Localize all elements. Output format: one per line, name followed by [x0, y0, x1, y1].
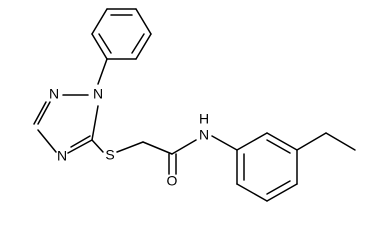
bond: [135, 33, 152, 60]
bond-inner: [266, 139, 291, 154]
ethylphenyl-ring: [236, 132, 298, 202]
bond-inner: [98, 33, 112, 54]
chemical-structure-diagram: N N N S N H O: [33, 8, 356, 202]
bond-double: [70, 135, 91, 148]
bond: [91, 105, 99, 141]
bond: [91, 8, 108, 35]
atom-label-s: S: [105, 147, 114, 163]
bond: [135, 8, 152, 35]
bond: [266, 132, 298, 151]
bond-c-nh: [171, 139, 197, 155]
bond-inner: [131, 33, 145, 54]
bond-inner: [266, 180, 291, 195]
bond-ch2-c: [142, 141, 173, 155]
atom-label-h: H: [199, 111, 209, 127]
bond: [266, 183, 298, 202]
phenyl-ring: [91, 8, 152, 60]
triazole-ring: [33, 94, 99, 154]
bond-ethyl-1: [296, 132, 327, 151]
atom-label-nh: N: [199, 127, 209, 143]
bond-nh-aryl: [211, 135, 238, 151]
atom-label-n4: N: [57, 148, 67, 164]
bond-double: [33, 101, 47, 125]
bond-ethyl-2: [325, 132, 356, 151]
bond: [236, 183, 268, 202]
atom-label-n2: N: [49, 86, 59, 102]
bond: [37, 101, 51, 125]
bond-c5-s: [91, 139, 104, 153]
bond-s-ch2: [116, 141, 144, 153]
bond: [91, 33, 108, 60]
bond: [67, 139, 93, 154]
atom-label-o: O: [167, 173, 178, 189]
bond: [236, 132, 268, 151]
bond: [37, 129, 57, 153]
atom-label-n1: N: [93, 86, 103, 102]
bond-phenyl-n1: [97, 58, 108, 85]
